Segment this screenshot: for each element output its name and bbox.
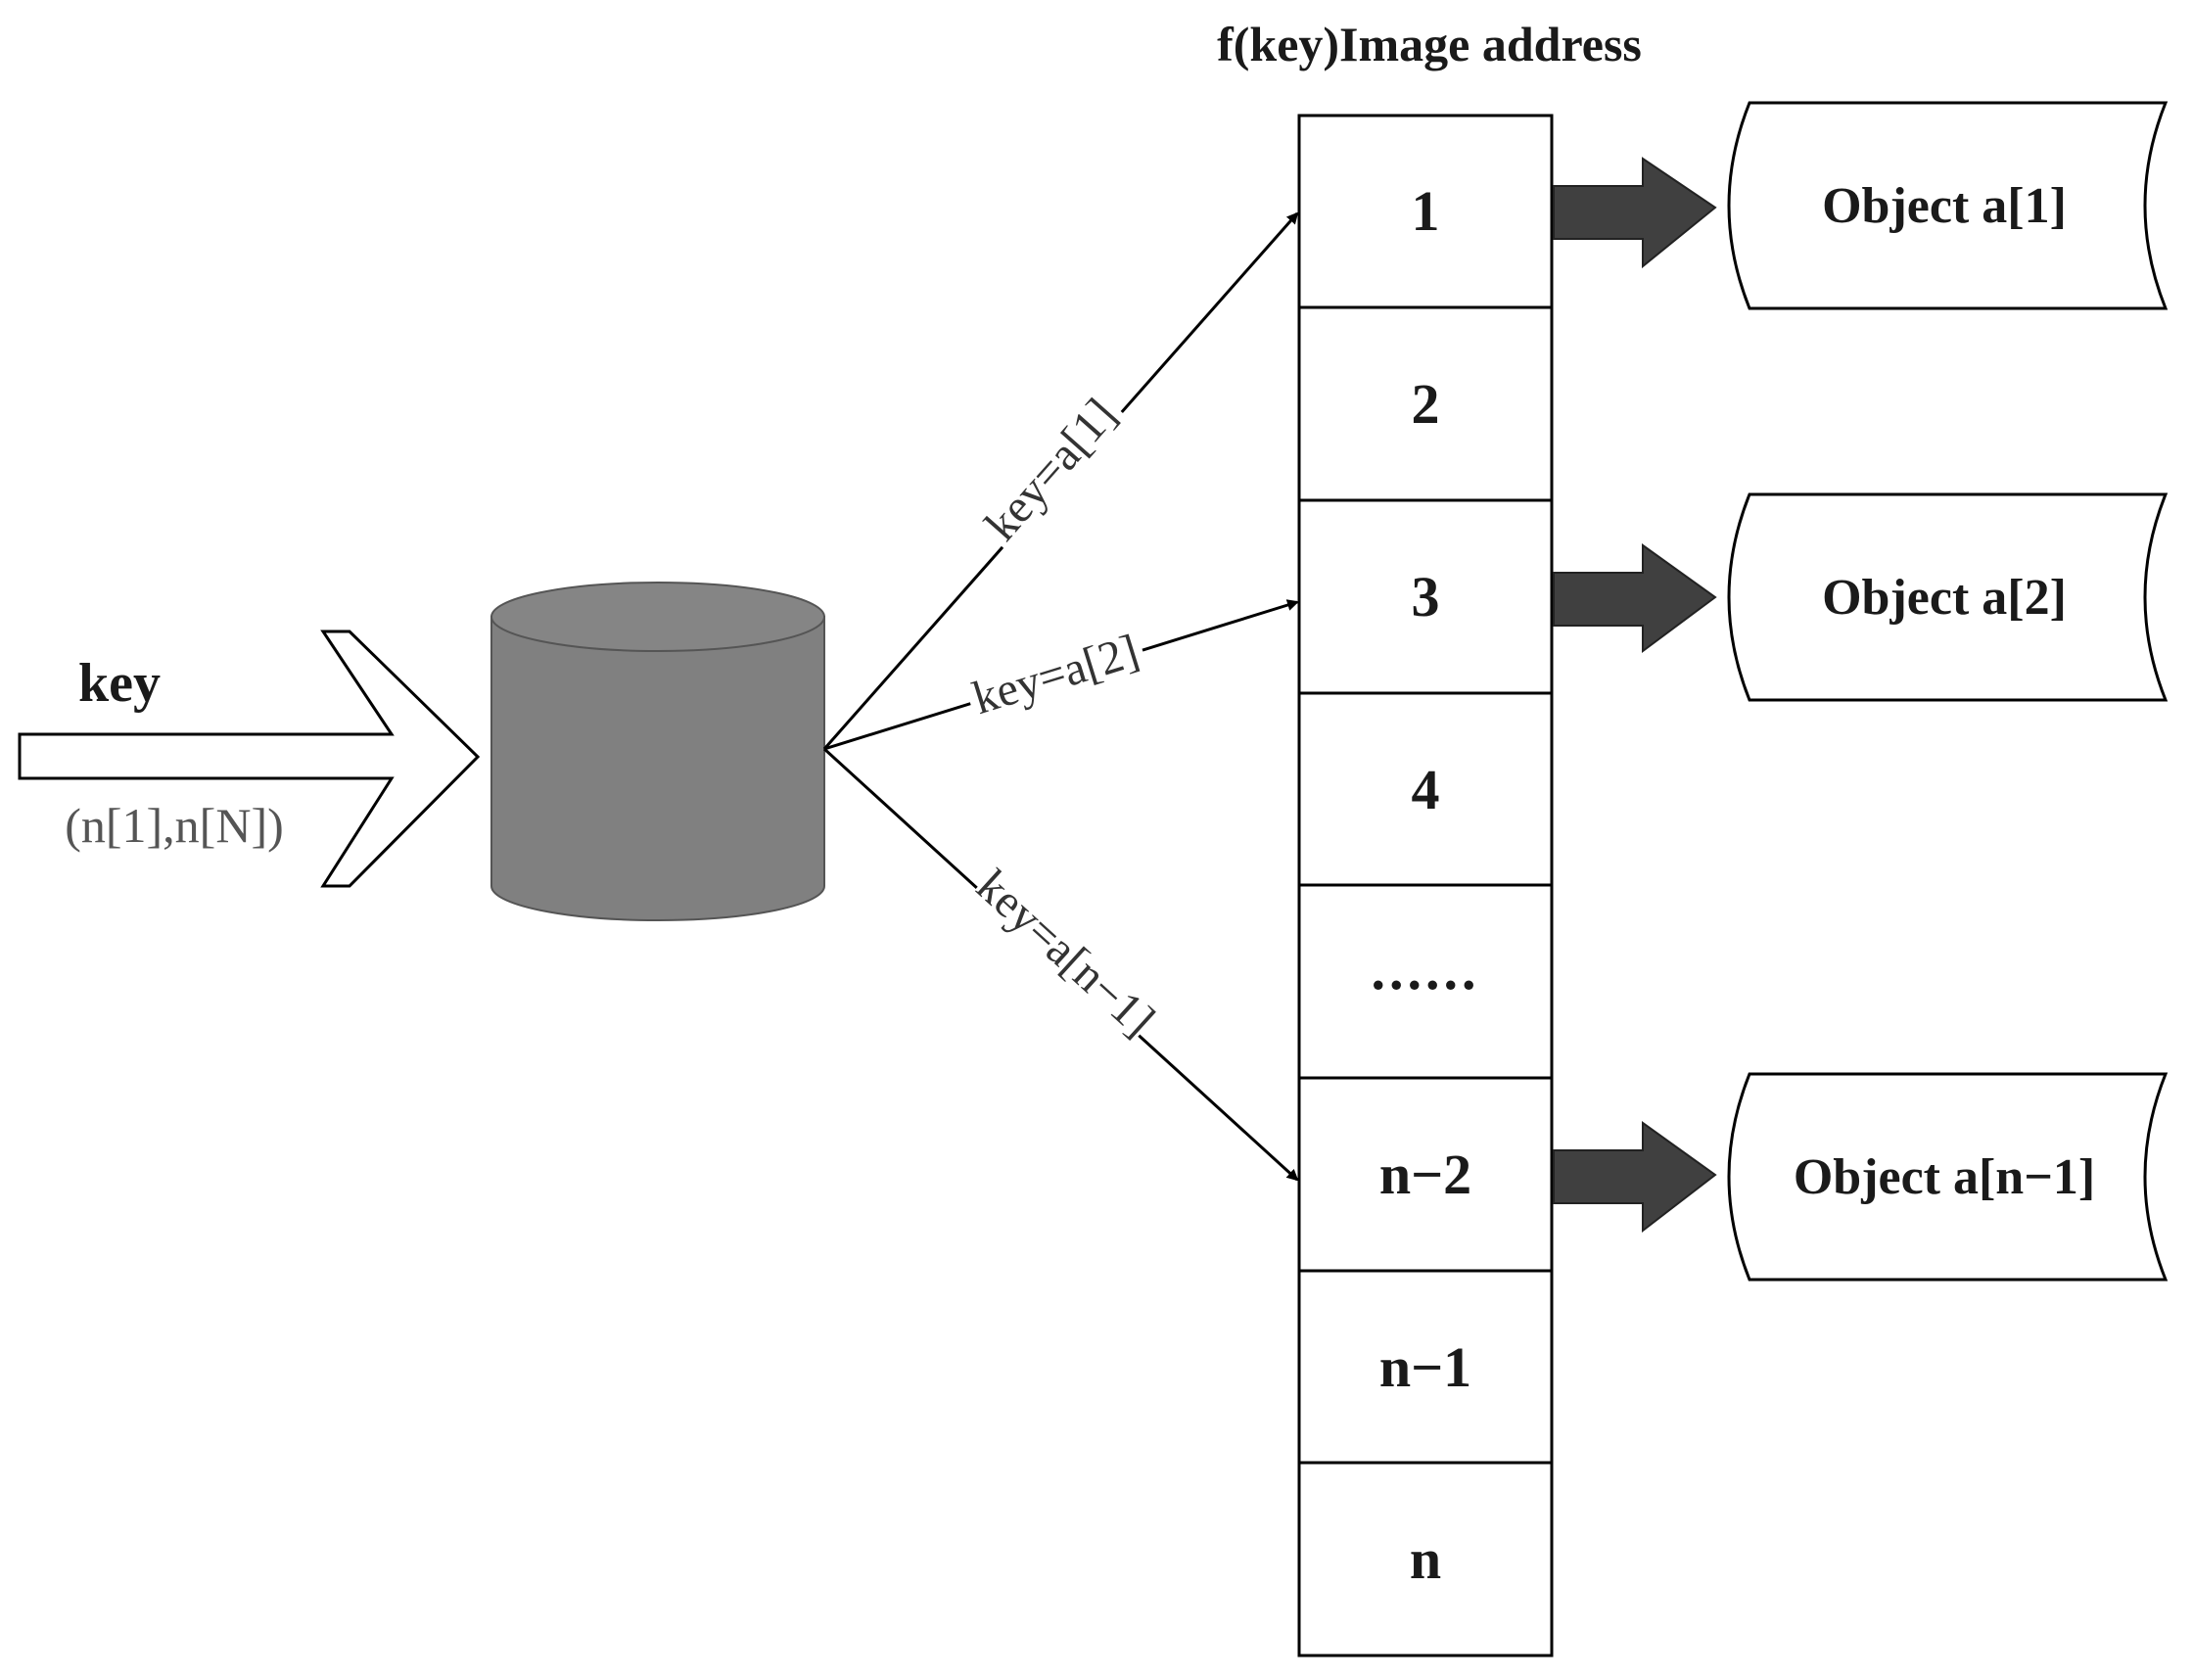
edge-label-a1: key=a[1] xyxy=(975,389,1127,550)
table-cell-1: 1 xyxy=(1412,179,1440,243)
table-cell-2: 2 xyxy=(1412,372,1440,436)
block-arrow-1 xyxy=(1553,157,1717,269)
input-key-label: key xyxy=(78,653,161,714)
object-label-3: Object a[n−1] xyxy=(1794,1149,2095,1205)
object-shape-1 xyxy=(1727,101,2169,310)
table-cell-n-1: n−1 xyxy=(1379,1335,1471,1399)
object-label-2: Object a[2] xyxy=(1822,570,2067,626)
input-arrow xyxy=(18,630,481,888)
table-cell-4: 4 xyxy=(1412,758,1440,821)
block-arrow-3 xyxy=(1553,1121,1717,1234)
object-shape-2 xyxy=(1727,492,2169,702)
input-range-label: (n[1],n[N]) xyxy=(65,798,284,853)
block-arrow-2 xyxy=(1553,543,1717,653)
table-cell-n-2: n−2 xyxy=(1379,1143,1471,1206)
diagram-title: f(key)Image address xyxy=(1217,17,1642,71)
edge-label-an1: key=a[n−1] xyxy=(966,860,1164,1046)
table-cell-3: 3 xyxy=(1412,565,1440,629)
edge-label-a2: key=a[2] xyxy=(967,625,1145,724)
database-cylinder xyxy=(490,582,825,921)
table-cell-n: n xyxy=(1410,1527,1441,1591)
address-table xyxy=(1297,114,1554,1657)
object-label-1: Object a[1] xyxy=(1822,178,2067,234)
object-shape-3 xyxy=(1727,1072,2169,1282)
table-cell-ellipsis: ...... xyxy=(1372,938,1480,1002)
